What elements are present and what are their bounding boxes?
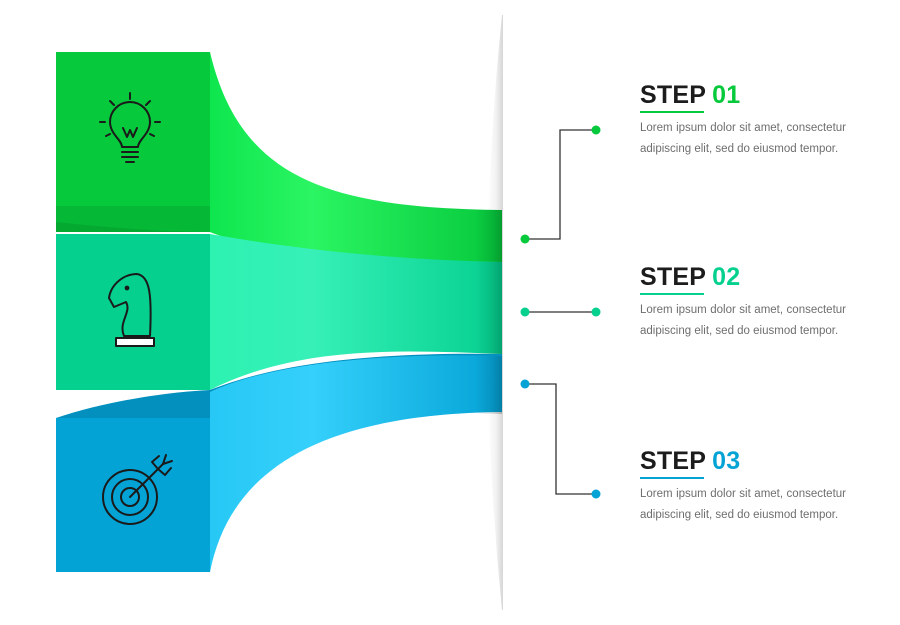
- step-3-underline: [640, 477, 704, 479]
- step-3-number: 03: [712, 447, 741, 475]
- step-3-title-word: STEP: [640, 447, 707, 475]
- step-1-description: Lorem ipsum dolor sit amet, consectetur …: [640, 122, 846, 155]
- ribbon-step-2: [56, 234, 502, 390]
- step-2-description: Lorem ipsum dolor sit amet, consectetur …: [640, 304, 846, 337]
- step-3-description: Lorem ipsum dolor sit amet, consectetur …: [640, 488, 846, 521]
- lightbulb-icon: [99, 92, 161, 163]
- step-1-title-word: STEP: [640, 81, 707, 109]
- step-1-panel: [56, 52, 210, 206]
- connector-step-2: [520, 307, 601, 317]
- step-1-underline: [640, 111, 704, 113]
- connector-step-3: [520, 379, 601, 499]
- step-2-title-word: STEP: [640, 263, 707, 291]
- chess-knight-icon: [108, 273, 155, 347]
- step-2-underline: [640, 293, 704, 295]
- step-2-panel: [56, 234, 210, 390]
- step-2-number: 02: [712, 263, 741, 291]
- step-1-number: 01: [712, 81, 741, 109]
- target-arrow-icon: [102, 454, 173, 525]
- connector-step-1: [520, 125, 601, 244]
